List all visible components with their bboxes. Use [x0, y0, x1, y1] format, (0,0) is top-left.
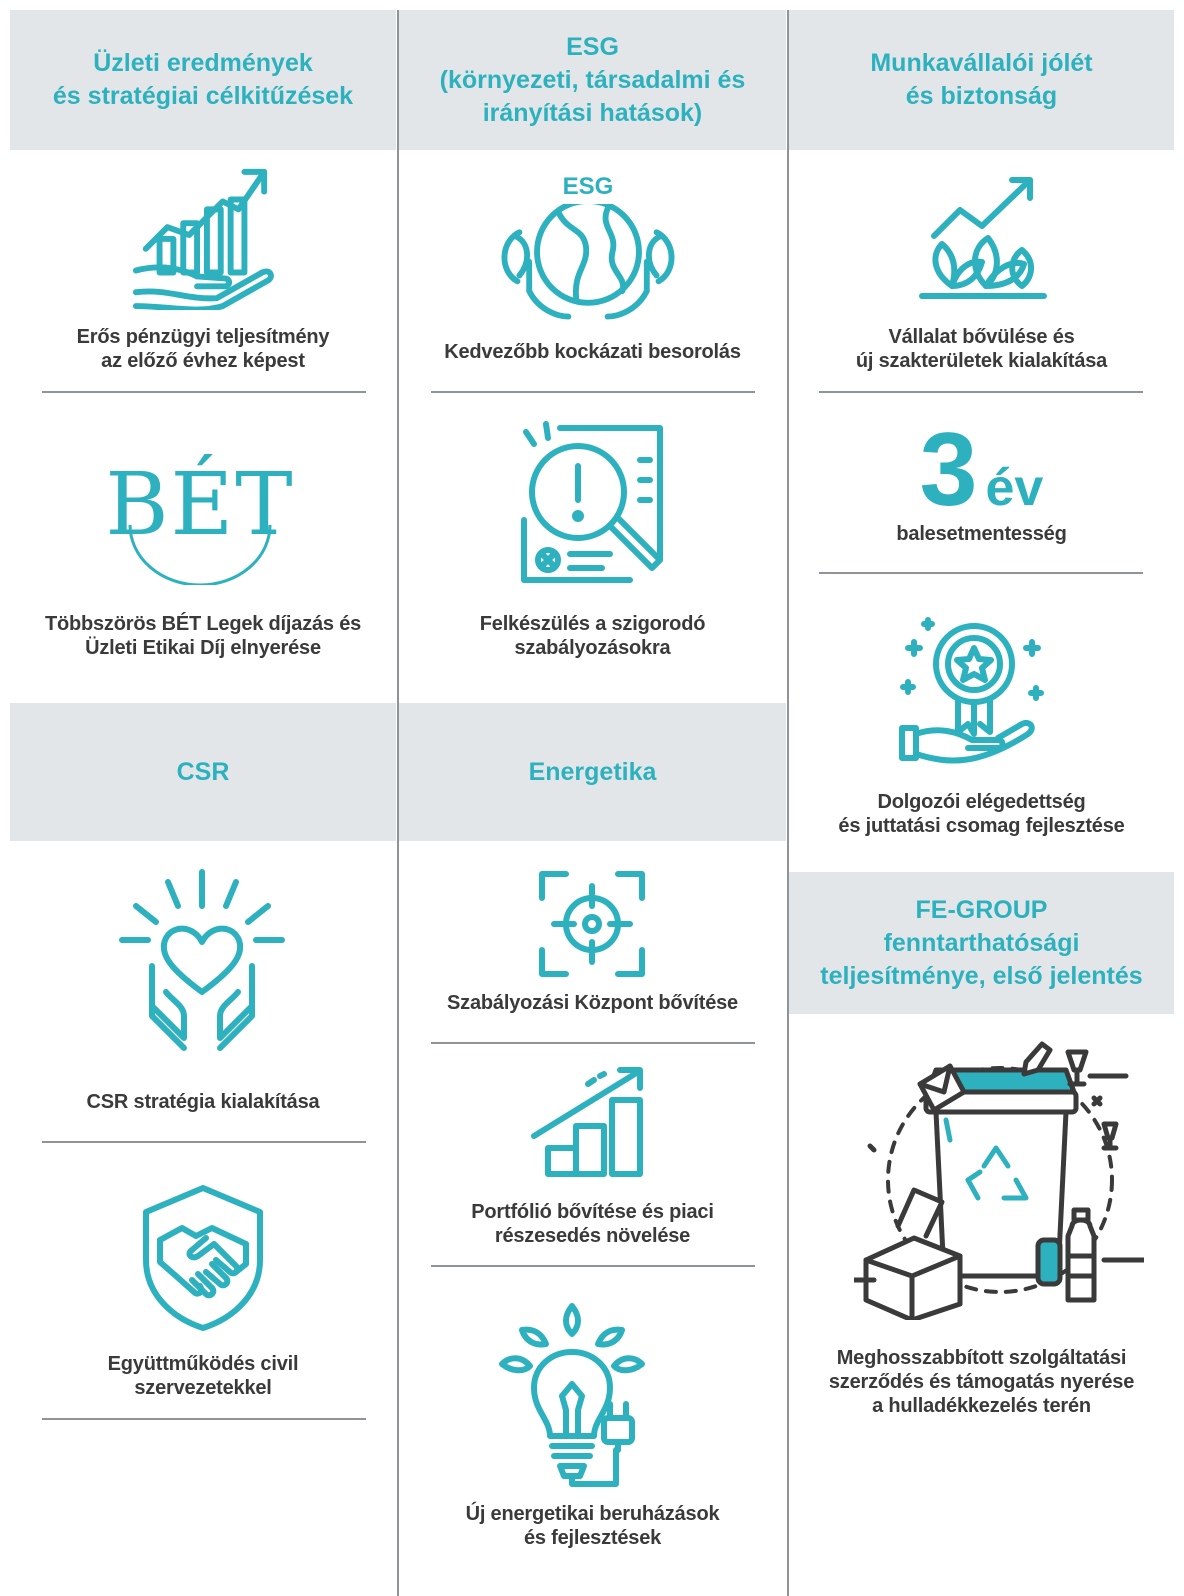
- item-regulatory-center: Szabályozási Központ bővítése: [447, 992, 738, 1014]
- item-civil-cooperation: Együttműködés civil szervezetekkel: [107, 1353, 299, 1399]
- big-number: 3: [919, 412, 978, 528]
- bar-chart-growth-icon: [528, 1064, 654, 1178]
- bet-logo-arc-icon: [110, 505, 290, 585]
- handshake-shield-icon: [136, 1180, 270, 1334]
- separator: [431, 391, 755, 393]
- separator: [42, 1418, 366, 1420]
- header-esg: ESG (környezeti, társadalmi és irányítás…: [399, 10, 786, 150]
- recycle-bin-waste-icon: [854, 1030, 1144, 1320]
- esg-globe-hands-icon: [490, 172, 686, 322]
- big-unit: év: [985, 459, 1044, 517]
- header-csr: CSR: [10, 703, 396, 841]
- item-waste-management: Meghosszabbított szolgáltatási szerződés…: [828, 1347, 1135, 1417]
- header-energetics: Energetika: [399, 703, 786, 841]
- item-accident-free: balesetmentesség: [896, 523, 1067, 545]
- header-employee-wellbeing: Munkavállalói jólét és biztonság: [789, 10, 1174, 150]
- item-company-growth: Vállalat bővülése és új szakterületek ki…: [855, 326, 1108, 372]
- column-divider-left: [397, 10, 399, 1596]
- hand-growth-chart-icon: [128, 162, 276, 310]
- separator: [42, 391, 366, 393]
- item-energy-investments: Új energetikai beruházások és fejlesztés…: [465, 1503, 720, 1549]
- target-crosshair-icon: [536, 868, 648, 980]
- hand-award-medal-icon: [888, 612, 1048, 772]
- esg-label: ESG: [562, 173, 614, 200]
- item-portfolio-growth: Portfólió bővítése és piaci részesedés n…: [471, 1201, 714, 1247]
- separator: [431, 1042, 755, 1044]
- item-financial-performance: Erős pénzügyi teljesítmény az előző évhe…: [76, 326, 330, 372]
- item-employee-satisfaction: Dolgozói elégedettség és juttatási csoma…: [838, 791, 1125, 837]
- item-csr-strategy: CSR stratégia kialakítása: [86, 1091, 320, 1113]
- heart-hands-icon: [112, 866, 292, 1054]
- header-business-results: Üzleti eredmények és stratégiai célkitűz…: [10, 10, 396, 150]
- item-bet-awards: Többszörös BÉT Legek díjazás és Üzleti E…: [44, 613, 362, 659]
- esg-label-text: ESG: [558, 170, 618, 204]
- bet-logo: BÉT: [60, 460, 340, 550]
- separator: [431, 1265, 755, 1267]
- document-magnifier-warning-icon: [510, 420, 670, 586]
- bet-logo-text: BÉT: [105, 455, 295, 555]
- separator: [819, 572, 1143, 574]
- column-divider-right: [787, 10, 789, 1596]
- item-regulations: Felkészülés a szigorodó szabályozásokra: [479, 613, 706, 659]
- header-fe-group: FE-GROUP fenntarthatósági teljesítménye,…: [789, 872, 1174, 1014]
- separator: [819, 391, 1143, 393]
- separator: [42, 1141, 366, 1143]
- item-risk-rating: Kedvezőbb kockázati besorolás: [444, 341, 741, 363]
- lightbulb-plug-icon: [496, 1300, 676, 1490]
- plants-growth-arrow-icon: [912, 172, 1054, 304]
